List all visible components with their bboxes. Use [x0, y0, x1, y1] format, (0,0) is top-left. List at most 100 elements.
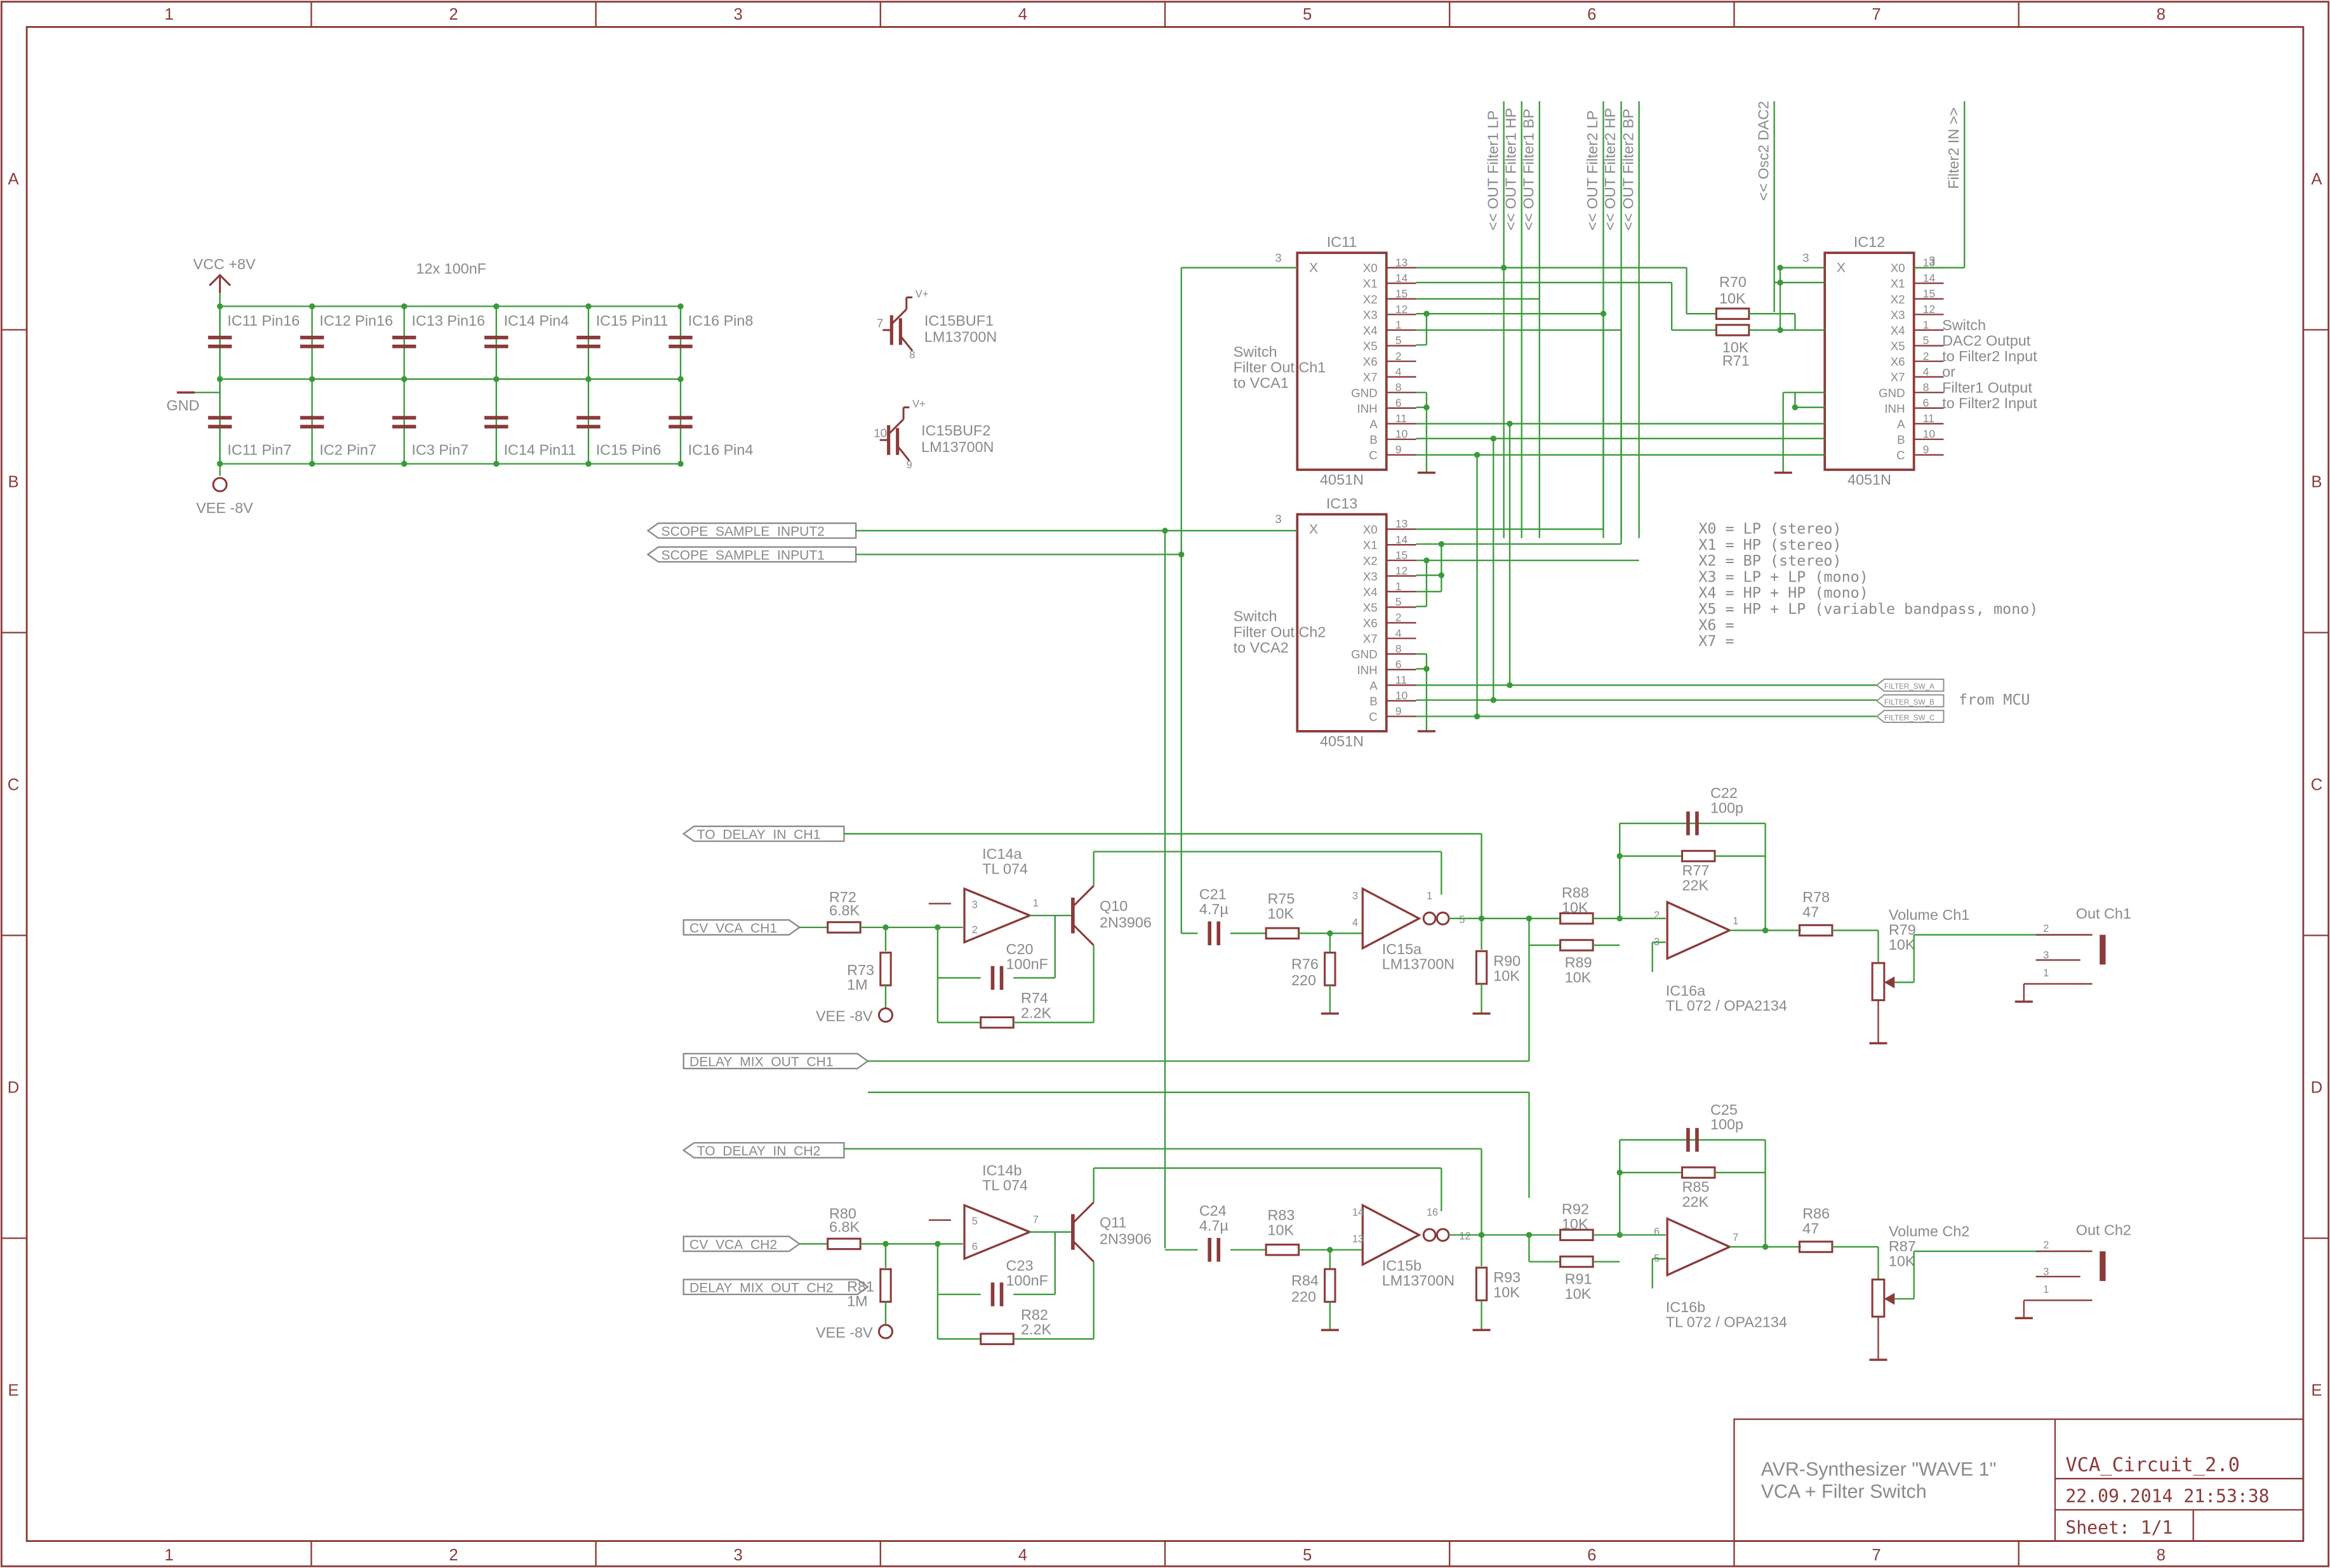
junction-dot	[1327, 1247, 1333, 1253]
load-resistor	[1475, 1266, 1488, 1301]
pin-name: A	[1369, 679, 1378, 692]
ota-output-symbol	[1422, 911, 1437, 926]
column-marker: 5	[1303, 1546, 1312, 1564]
switch-description: DAC2 Output	[1942, 333, 2031, 349]
sheet-number: Sheet: 1/1	[2065, 1517, 2173, 1538]
pin-name: GND	[1351, 648, 1378, 661]
port-label: SCOPE_SAMPLE_INPUT2	[662, 524, 825, 539]
project-title: AVR-Synthesizer "WAVE 1"	[1761, 1459, 1997, 1480]
label: C23	[1006, 1258, 1034, 1274]
capacitor-target-label: IC11 Pin16	[227, 312, 300, 329]
pin-name: X3	[1363, 569, 1378, 583]
label: 2N3906	[1100, 914, 1152, 931]
ic-name: IC12	[1854, 234, 1885, 250]
port-label: CV_VCA_CH2	[689, 1238, 777, 1252]
vee-symbol	[212, 477, 228, 493]
filter-output-net: << OUT Filter2 BP	[1620, 109, 1636, 230]
capacitor-target-label: IC15 Pin11	[596, 312, 669, 329]
label: 1M	[847, 976, 868, 993]
ic-part: 4051N	[1320, 471, 1364, 488]
label: R79	[1889, 922, 1916, 938]
pin-name: X4	[1891, 324, 1905, 337]
vca-channels: TO_DELAY_IN_CH1CV_VCA_CH1DELAY_MIX_OUT_C…	[682, 785, 2131, 1361]
switch-table-row: X7 =	[1698, 632, 1734, 650]
port-outline	[682, 1142, 845, 1159]
mcu-flag-outline	[1875, 710, 1945, 723]
label: 2	[2043, 1239, 2049, 1251]
label: Q10	[1100, 898, 1128, 914]
r70-label: R70	[1719, 274, 1747, 290]
junction-dot	[1616, 915, 1623, 922]
label: 16	[1427, 1207, 1438, 1218]
buffer-part: LM13700N	[921, 439, 994, 455]
output-jack-symbol	[2100, 934, 2106, 965]
pin-number: 10	[1923, 428, 1936, 441]
label: 22K	[1682, 877, 1709, 893]
junction-dot	[1762, 1244, 1769, 1250]
output-resistor	[1798, 1240, 1834, 1253]
pin-number: 13	[1395, 256, 1408, 269]
junction-dot	[401, 303, 408, 310]
net-port: DELAY_MIX_OUT_CH1	[682, 1053, 869, 1070]
label: 10K	[1267, 905, 1294, 922]
column-marker: 7	[1872, 1546, 1881, 1564]
pin-number: 12	[1395, 564, 1408, 577]
decoupling-capacitor	[576, 416, 601, 429]
pin-number: 12	[1395, 303, 1408, 316]
label: R81	[847, 1278, 874, 1294]
filter-output-net: << OUT Filter1 HP	[1502, 108, 1519, 230]
coupling-capacitor	[1208, 921, 1221, 945]
switch-description: to Filter2 Input	[1942, 395, 2037, 411]
supply-label: V+	[915, 288, 929, 300]
net-port: SCOPE_SAMPLE_INPUT1	[646, 546, 857, 563]
label: 10K	[1889, 1253, 1915, 1270]
mcu-flag-label: FILTER_SW_C	[1884, 714, 1935, 722]
column-marker: 8	[2157, 6, 2166, 23]
pin-name: X7	[1363, 371, 1378, 384]
pin-number: 2	[1923, 350, 1929, 362]
label: 7	[1733, 1232, 1738, 1244]
pin-number: 4	[1395, 365, 1402, 378]
junction-dot	[1777, 264, 1783, 271]
decoupling-capacitor	[576, 335, 601, 349]
label: LM13700N	[1382, 1272, 1455, 1289]
label: C22	[1710, 785, 1738, 801]
transistor-emitter	[1072, 1240, 1095, 1263]
pin-number: 4	[1923, 365, 1929, 378]
transistor-lead	[888, 418, 905, 435]
decoupling-capacitor	[669, 416, 693, 429]
label: 6.8K	[829, 1219, 860, 1235]
pin-name: C	[1896, 449, 1905, 462]
row-marker: E	[2311, 1381, 2322, 1399]
output-opamp-symbol	[1666, 900, 1733, 960]
switch-description: Switch	[1942, 317, 1986, 333]
label: TL 072 / OPA2134	[1666, 997, 1787, 1014]
r71-resistor	[1715, 324, 1750, 336]
pin-number: 14	[1395, 533, 1408, 546]
pin-number: 3	[1275, 512, 1281, 526]
label: C25	[1710, 1101, 1738, 1118]
label: R77	[1682, 862, 1710, 879]
pin-number: 11	[1395, 412, 1407, 425]
label: 1	[2043, 1284, 2049, 1296]
junction-dot	[1438, 541, 1445, 547]
pin-number: 2	[1395, 350, 1402, 362]
pin-name: X3	[1363, 308, 1378, 321]
buffer-part: LM13700N	[924, 329, 997, 345]
pin-number: 9	[907, 460, 912, 471]
r71-value: 10K	[1722, 339, 1749, 355]
label: R83	[1267, 1207, 1295, 1223]
mcu-flag-label: FILTER_SW_B	[1884, 698, 1934, 707]
capacitor-target-label: IC14 Pin4	[503, 312, 569, 329]
feedback-resistor	[1681, 1166, 1716, 1179]
jack-label: Out Ch2	[2076, 1221, 2131, 1238]
pin-name: X1	[1891, 277, 1905, 290]
c20-capacitor	[990, 966, 1004, 990]
junction-dot	[1438, 572, 1445, 578]
pin-name: GND	[1879, 386, 1905, 399]
decoupling-capacitor	[208, 335, 232, 349]
mcu-flag-label: FILTER_SW_A	[1884, 682, 1934, 691]
column-marker: 3	[734, 6, 743, 23]
